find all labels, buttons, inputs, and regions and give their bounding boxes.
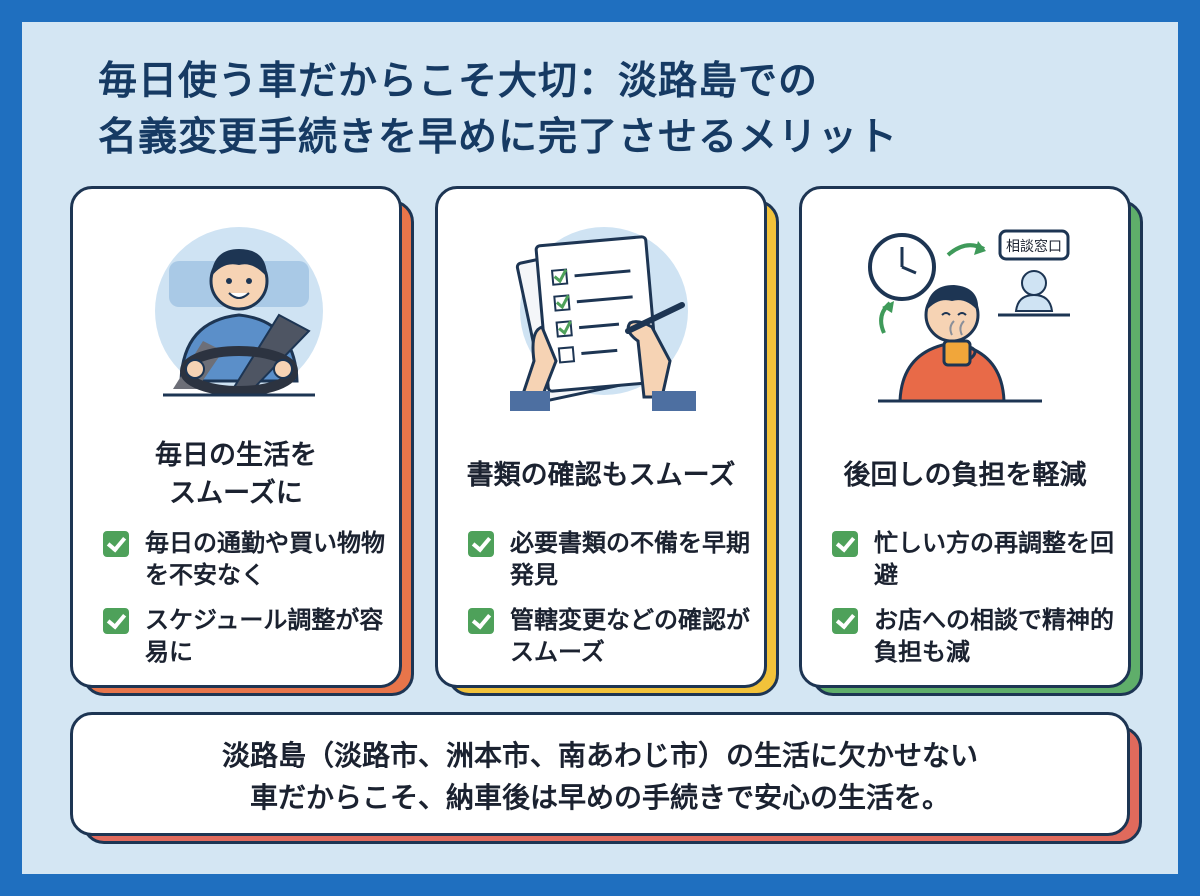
- list-item: スケジュール調整が容易に: [103, 604, 385, 668]
- card-title-line: 毎日の生活を: [155, 440, 317, 471]
- title-line-1: 毎日使う車だからこそ大切：淡路島での: [98, 59, 819, 104]
- card-title-line: 後回しの負担を軽減: [843, 460, 1087, 491]
- list-item-text: 管轄変更などの確認がスムーズ: [510, 606, 750, 666]
- card-title: 毎日の生活を スムーズに: [73, 437, 399, 513]
- card-body: 毎日の生活を スムーズに 毎日の通勤や買い物物を不安なく スケジュール調整が容易…: [70, 186, 402, 688]
- list-item: 忙しい方の再調整を回避: [832, 527, 1114, 591]
- card-body: 書類の確認もスムーズ 必要書類の不備を早期発見 管轄変更などの確認がスムーズ: [435, 186, 767, 688]
- documents-checklist-icon: [510, 227, 696, 411]
- banner-body: 淡路島（淡路市、洲本市、南あわじ市）の生活に欠かせない 車だからこそ、納車後は早…: [70, 712, 1130, 836]
- list-item-text: お店への相談で精神的負担も減: [874, 606, 1114, 666]
- card-documents: 書類の確認もスムーズ 必要書類の不備を早期発見 管轄変更などの確認がスムーズ: [435, 186, 779, 696]
- check-icon: [103, 608, 129, 634]
- card-title-line: スムーズに: [169, 478, 303, 509]
- card-title-line: 書類の確認もスムーズ: [466, 460, 736, 491]
- check-icon: [468, 531, 494, 557]
- check-icon: [468, 608, 494, 634]
- check-icon: [832, 531, 858, 557]
- consultation-sign: 相談窓口: [1006, 238, 1062, 255]
- summary-banner: 淡路島（淡路市、洲本市、南あわじ市）の生活に欠かせない 車だからこそ、納車後は早…: [70, 712, 1142, 844]
- list-item-text: 必要書類の不備を早期発見: [510, 529, 750, 589]
- card-body: 相談窓口 後回しの負担を軽減 忙しい方の再調整を回避 お店への相談で精神的負担も…: [799, 186, 1131, 688]
- page-title: 毎日使う車だからこそ大切：淡路島での 名義変更手続きを早めに完了させるメリット: [98, 54, 1098, 166]
- list-item: 管轄変更などの確認がスムーズ: [468, 604, 750, 668]
- list-item-text: 毎日の通勤や買い物物を不安なく: [145, 529, 385, 589]
- relaxed-person-coffee-icon: 相談窓口: [868, 229, 1070, 403]
- check-icon: [103, 531, 129, 557]
- summary-line-2: 車だからこそ、納車後は早めの手続きで安心の生活を。: [249, 781, 950, 814]
- benefit-list: 毎日の通勤や買い物物を不安なく スケジュール調整が容易に: [103, 527, 385, 681]
- check-icon: [832, 608, 858, 634]
- list-item-text: 忙しい方の再調整を回避: [874, 529, 1114, 589]
- benefit-list: 必要書類の不備を早期発見 管轄変更などの確認がスムーズ: [468, 527, 750, 681]
- card-reduce-burden: 相談窓口 後回しの負担を軽減 忙しい方の再調整を回避 お店への相談で精神的負担も…: [799, 186, 1143, 696]
- benefit-list: 忙しい方の再調整を回避 お店への相談で精神的負担も減: [832, 527, 1114, 681]
- list-item-text: スケジュール調整が容易に: [145, 606, 384, 666]
- list-item: 必要書類の不備を早期発見: [468, 527, 750, 591]
- card-daily-life: 毎日の生活を スムーズに 毎日の通勤や買い物物を不安なく スケジュール調整が容易…: [70, 186, 414, 696]
- summary-line-1: 淡路島（淡路市、洲本市、南あわじ市）の生活に欠かせない: [221, 739, 978, 772]
- title-line-2: 名義変更手続きを早めに完了させるメリット: [98, 115, 899, 160]
- summary-text: 淡路島（淡路市、洲本市、南あわじ市）の生活に欠かせない 車だからこそ、納車後は早…: [73, 735, 1127, 819]
- driver-icon: [155, 227, 323, 397]
- card-title: 書類の確認もスムーズ: [438, 457, 764, 495]
- list-item: 毎日の通勤や買い物物を不安なく: [103, 527, 385, 591]
- list-item: お店への相談で精神的負担も減: [832, 604, 1114, 668]
- card-title: 後回しの負担を軽減: [802, 457, 1128, 495]
